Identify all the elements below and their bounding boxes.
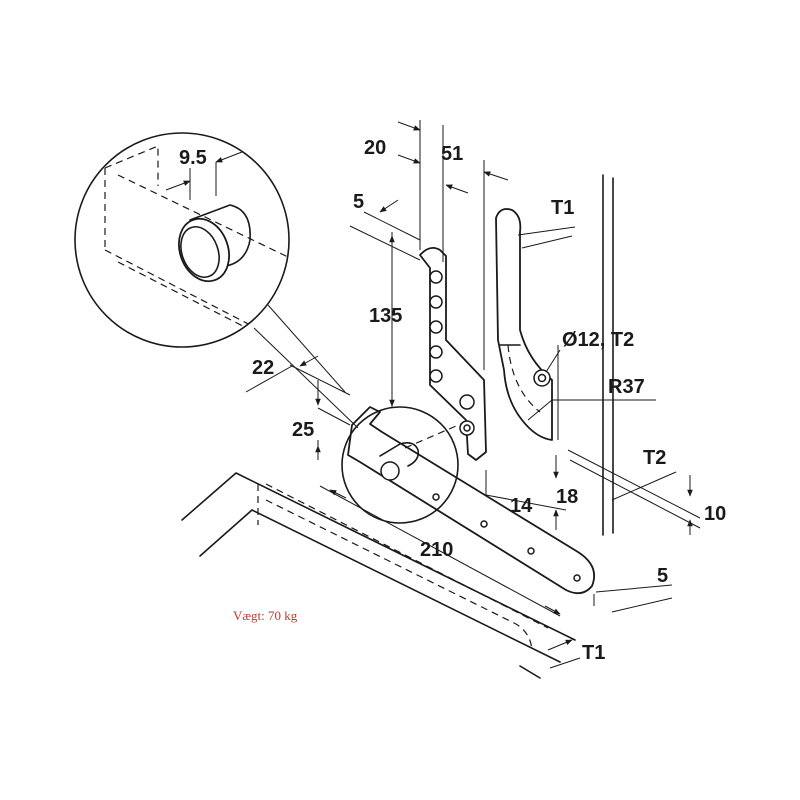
dim-20-label: 20: [364, 137, 386, 159]
dim-5-top-label: 5: [353, 191, 364, 213]
side-panel-outline: [557, 174, 614, 536]
arm-hole-icon: [380, 461, 400, 481]
plate-hole-icon: [459, 394, 475, 410]
dim-22-label: 22: [252, 357, 274, 379]
dim-14-label: 14: [510, 495, 533, 517]
plate-hole-icon: [429, 320, 443, 334]
dim-51-label: 51: [441, 143, 463, 165]
dim-18-label: 18: [556, 486, 578, 508]
dim-t1-top-label: T1: [551, 197, 574, 219]
plate-hole-icon: [429, 345, 443, 359]
cabinet-outline: [181, 472, 576, 679]
plate-hole-icon: [429, 295, 443, 309]
plate-hole-icon: [429, 270, 443, 284]
pin-icon: [537, 373, 547, 383]
dim-25-label: 25: [292, 419, 314, 441]
dim-135-label: 135: [369, 305, 402, 327]
mounting-plate: [419, 246, 487, 461]
curved-bracket: [495, 208, 553, 441]
plate-hole-icon: [463, 424, 471, 432]
dim-210-label: 210: [420, 539, 453, 561]
dim-t2-right-label: T2: [643, 447, 666, 469]
dimension-lines: [165, 120, 701, 669]
weight-note: Vægt: 70 kg: [233, 608, 298, 623]
plate-hole-icon: [429, 369, 443, 383]
dim-r37-label: R37: [608, 376, 645, 398]
dim-t1-bottom-label: T1: [582, 642, 605, 664]
arm-hole-icon: [432, 493, 440, 501]
arm-hole-icon: [480, 520, 488, 528]
dim-5-right-label: 5: [657, 565, 668, 587]
arm-hole-icon: [527, 547, 535, 555]
hinge-arm: [347, 406, 596, 595]
dim-9-5-label: 9.5: [179, 147, 207, 169]
dim-o12-t2-label: Ø12, T2: [562, 329, 634, 351]
detail-view: [74, 132, 459, 524]
dim-10-label: 10: [704, 503, 726, 525]
arm-hole-icon: [573, 574, 581, 582]
